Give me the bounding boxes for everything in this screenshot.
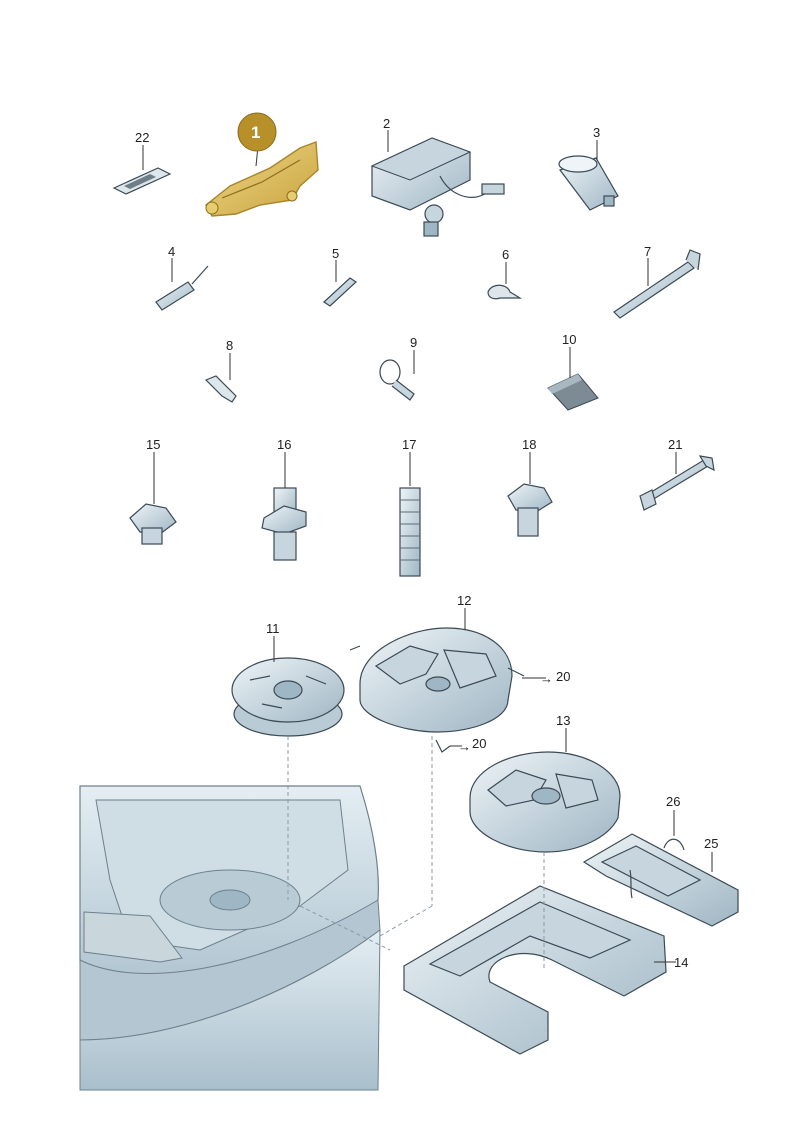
callout-25: 25 <box>704 836 718 851</box>
callout-11: 11 <box>266 621 280 636</box>
part-13-wheel-tray[interactable] <box>469 751 621 853</box>
arrow-20a: → <box>540 671 553 686</box>
callout-21: 21 <box>668 437 682 452</box>
vehicle-rear-boot <box>79 785 381 1091</box>
callout-10: 10 <box>562 332 576 347</box>
callout-14: 14 <box>674 955 688 970</box>
part-14-floor-insert[interactable] <box>403 885 667 1055</box>
callout-4: 4 <box>168 244 175 259</box>
callout-13: 13 <box>556 713 570 728</box>
callout-16: 16 <box>277 437 291 452</box>
arrow-20b: → <box>458 739 471 754</box>
part-6-clip[interactable] <box>487 284 523 300</box>
callout-17: 17 <box>402 437 416 452</box>
callout-18: 18 <box>522 437 536 452</box>
part-9-towing-eye[interactable] <box>379 359 415 401</box>
part-3-sealant-bottle[interactable] <box>558 155 619 211</box>
callout-7: 7 <box>644 244 651 259</box>
callout-12: 12 <box>457 593 471 608</box>
part-10-pad[interactable] <box>547 373 599 411</box>
callout-6: 6 <box>502 247 509 262</box>
part-5-pin[interactable] <box>323 277 357 307</box>
callout-20a: 20 <box>556 669 570 684</box>
assembly-guides <box>287 736 545 968</box>
callout-22: 22 <box>135 130 149 145</box>
callout-8: 8 <box>226 338 233 353</box>
part-17-threaded-rod[interactable] <box>399 487 421 577</box>
part-1-jack[interactable] <box>205 141 319 217</box>
callout-9: 9 <box>410 335 417 350</box>
part-26-cable[interactable] <box>629 838 685 899</box>
part-16-threaded-knob[interactable] <box>261 487 307 561</box>
part-12-foam-tray[interactable] <box>349 627 525 733</box>
callout-5: 5 <box>332 246 339 261</box>
part-18-knob[interactable] <box>507 483 553 537</box>
part-4-screwdriver[interactable] <box>155 265 209 311</box>
callout-3: 3 <box>593 125 600 140</box>
callout-2: 2 <box>383 116 390 131</box>
callout-1: 1 <box>251 123 260 142</box>
part-2-compressor[interactable] <box>370 137 505 237</box>
part-11-round-insert[interactable] <box>231 657 345 737</box>
part-22-sticker[interactable] <box>112 167 172 195</box>
callout-1-badge: 1 <box>237 112 277 152</box>
callout-26: 26 <box>666 794 680 809</box>
part-25-side-box[interactable] <box>582 833 739 927</box>
part-15-knob[interactable] <box>129 503 177 545</box>
part-8-bracket[interactable] <box>204 375 237 403</box>
part-7-wheel-brace[interactable] <box>613 249 701 319</box>
callout-15: 15 <box>146 437 160 452</box>
callout-20b: 20 <box>472 736 486 751</box>
part-21-spanner[interactable] <box>639 455 715 511</box>
